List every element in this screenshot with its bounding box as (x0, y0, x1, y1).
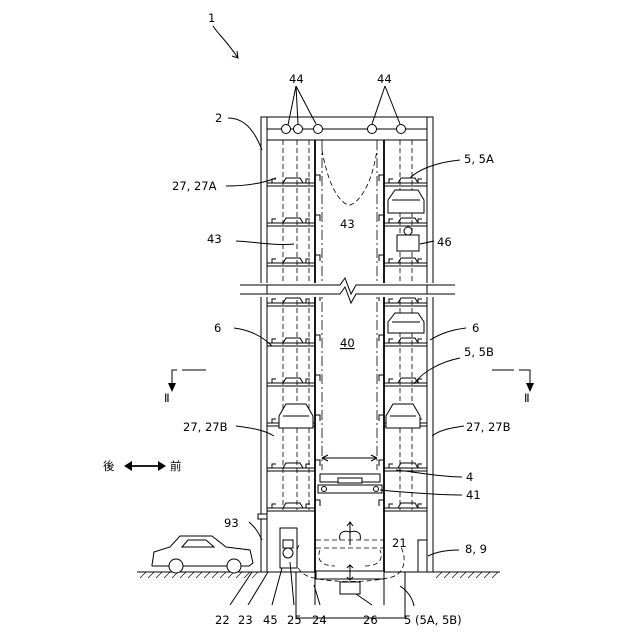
tray-left-5 (272, 379, 310, 383)
label-44-left: 44 (289, 72, 304, 86)
label-27-27b-left: 27, 27B (183, 420, 228, 434)
tray-left-4 (272, 339, 310, 343)
vehicle (152, 536, 253, 573)
label-21: 21 (392, 536, 407, 550)
label-4: 4 (466, 470, 473, 484)
label-40: 40 (340, 336, 355, 350)
tray-left-1 (272, 219, 310, 223)
svg-text:後: 後 (103, 459, 115, 473)
tray-left-7 (272, 464, 310, 468)
reference-labels: 44 44 2 5, 5A 27, 27A 43 43 46 6 6 40 5,… (172, 72, 511, 627)
hoistway-chain (322, 140, 377, 470)
tray-left-3 (272, 299, 310, 303)
label-5-5a-5b: 5 (5A, 5B) (404, 613, 462, 627)
tray-left-8 (272, 504, 310, 508)
section-marker-right: Ⅱ (492, 370, 534, 405)
label-43-center: 43 (340, 217, 355, 231)
tray-left-2 (272, 259, 310, 263)
label-22: 22 (215, 613, 230, 627)
label-26: 26 (363, 613, 378, 627)
label-93: 93 (224, 516, 239, 530)
left-parking-column (283, 140, 315, 572)
label-23: 23 (238, 613, 253, 627)
label-24: 24 (312, 613, 327, 627)
label-6-left: 6 (214, 321, 221, 335)
label-25: 25 (287, 613, 302, 627)
direction-indicator: 後 前 (103, 459, 182, 473)
label-46: 46 (437, 235, 452, 249)
section-marker-left: Ⅱ (164, 370, 206, 405)
label-27-27b-right: 27, 27B (466, 420, 511, 434)
label-43-left: 43 (207, 232, 222, 246)
label-5-5a: 5, 5A (464, 152, 494, 166)
label-8-9: 8, 9 (465, 542, 487, 556)
label-27-27a: 27, 27A (172, 179, 217, 193)
svg-text:Ⅱ: Ⅱ (524, 391, 530, 405)
tray-left-0 (272, 179, 310, 183)
label-5-5b: 5, 5B (464, 345, 494, 359)
label-45: 45 (263, 613, 278, 627)
figure-number: 1 (208, 11, 215, 25)
svg-text:前: 前 (170, 459, 182, 473)
label-44-right: 44 (377, 72, 392, 86)
entrance-sensor (258, 514, 297, 572)
label-41: 41 (466, 488, 481, 502)
label-6-right: 6 (472, 321, 479, 335)
figure-number-arrow (213, 26, 238, 58)
ground (137, 565, 500, 618)
label-2: 2 (215, 111, 222, 125)
lift (318, 455, 382, 493)
svg-text:Ⅱ: Ⅱ (164, 391, 170, 405)
